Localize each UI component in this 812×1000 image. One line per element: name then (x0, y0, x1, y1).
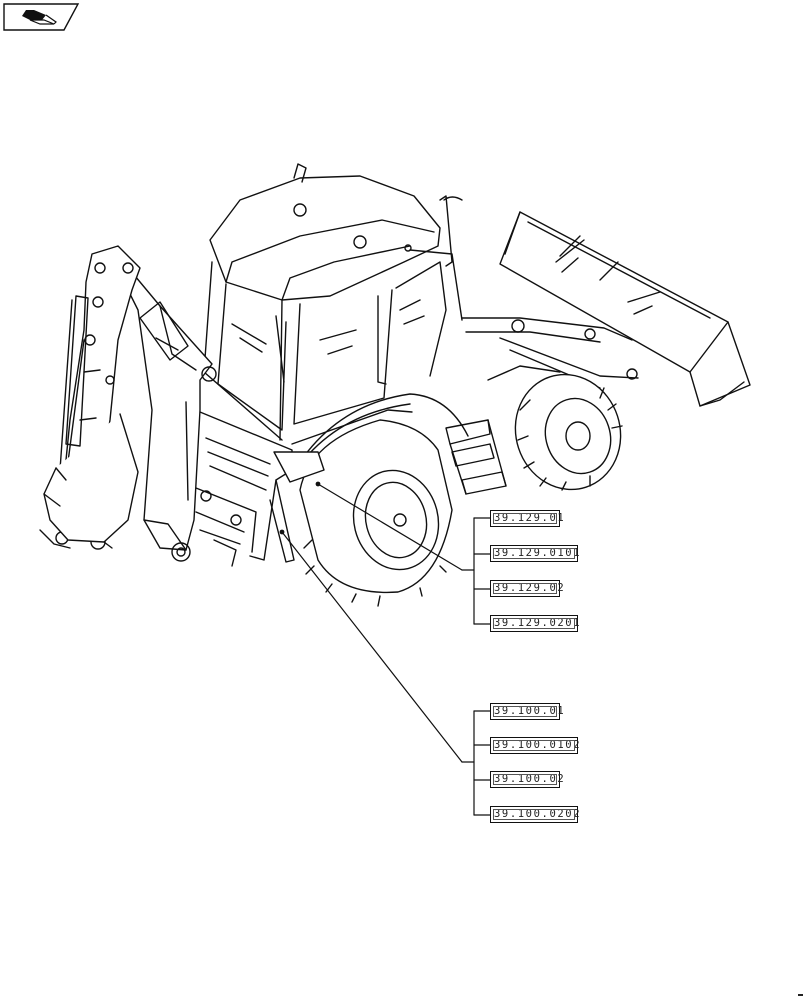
rear-chassis (179, 411, 325, 567)
leader-lines (281, 483, 463, 763)
page-edge-mark (798, 994, 803, 996)
ref-39-129-02[interactable]: 39.129.02 (490, 580, 564, 597)
backhoe-bucket (39, 413, 139, 549)
callout-bracket-2 (461, 710, 491, 816)
next-page-button[interactable] (3, 3, 80, 31)
ref-39-129-01[interactable]: 39.129.01 (490, 510, 564, 527)
ref-39-100-02[interactable]: 39.100.02 (490, 771, 564, 788)
ref-39-129-0101[interactable]: 39.129.0101 (490, 545, 580, 562)
ref-39-100-0102[interactable]: 39.100.0102 (490, 737, 580, 754)
loader-bucket (499, 211, 751, 407)
cab (203, 163, 463, 445)
ref-39-100-01[interactable]: 39.100.01 (490, 703, 564, 720)
rear-wheel (295, 393, 469, 607)
front-wheel (514, 373, 623, 491)
ref-39-129-0201[interactable]: 39.129.0201 (490, 615, 580, 632)
next-page-arrow-icon (22, 10, 57, 25)
ref-39-100-0202[interactable]: 39.100.0202 (490, 806, 580, 823)
callout-bracket-1 (461, 517, 491, 625)
leader-dots (279, 481, 321, 535)
access-steps (445, 419, 507, 495)
backhoe-boom (119, 269, 217, 562)
